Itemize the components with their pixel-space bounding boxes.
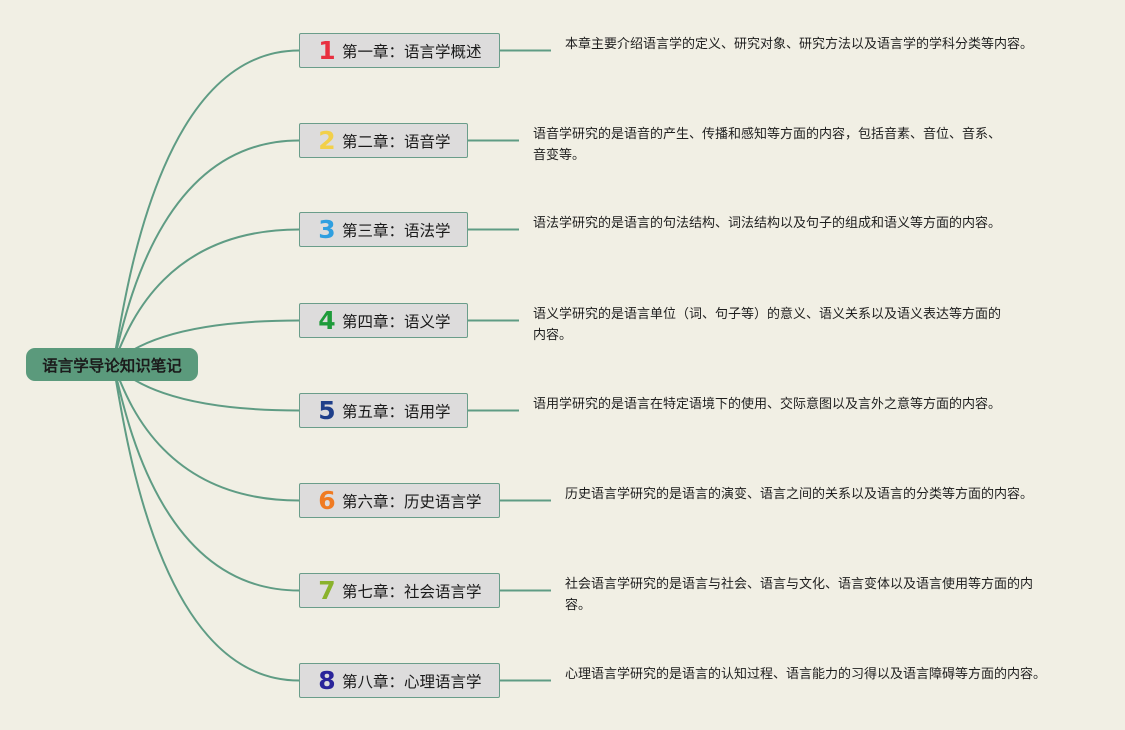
chapter-label: 第七章：社会语言学 [342,582,482,601]
chapter-number-icon: 8 [318,665,336,695]
chapter-number-icon: 2 [318,125,336,155]
chapter-label: 第一章：语言学概述 [342,42,482,61]
chapter-label: 第二章：语音学 [342,132,451,151]
branch-curve-1 [112,49,300,365]
branch-curve-7 [112,363,300,592]
chapter-node-6[interactable]: 6 第六章：历史语言学 [299,483,500,518]
chapter-label: 第三章：语法学 [342,221,451,240]
chapter-label: 第六章：历史语言学 [342,492,482,511]
chapter-node-3[interactable]: 3 第三章：语法学 [299,212,468,247]
branch-curve-2 [112,139,300,365]
branch-curve-8 [112,363,300,682]
branch-curve-3 [112,228,300,365]
root-topic[interactable]: 语言学导论知识笔记 [26,348,198,381]
chapter-description-2: 语音学研究的是语音的产生、传播和感知等方面的内容，包括音素、音位、音系、音变等。 [533,127,1002,163]
chapter-number-icon: 7 [318,575,336,605]
chapter-description-3: 语法学研究的是语言的句法结构、词法结构以及句子的组成和语义等方面的内容。 [533,216,1002,231]
chapter-label: 第四章：语义学 [342,312,451,331]
chapter-description-6: 历史语言学研究的是语言的演变、语言之间的关系以及语言的分类等方面的内容。 [565,487,1034,502]
chapter-description-4: 语义学研究的是语言单位（词、句子等）的意义、语义关系以及语义表达等方面的内容。 [533,307,1002,343]
chapter-number-icon: 5 [318,395,336,425]
chapter-number-icon: 4 [318,305,336,335]
chapter-description-7: 社会语言学研究的是语言与社会、语言与文化、语言变体以及语言使用等方面的内容。 [565,577,1034,613]
chapter-label: 第五章：语用学 [342,402,451,421]
chapter-description-5: 语用学研究的是语言在特定语境下的使用、交际意图以及言外之意等方面的内容。 [533,397,1002,412]
chapter-label: 第八章：心理语言学 [342,672,482,691]
chapter-node-1[interactable]: 1 第一章：语言学概述 [299,33,500,68]
chapter-node-5[interactable]: 5 第五章：语用学 [299,393,468,428]
chapter-number-icon: 1 [318,35,336,65]
chapter-number-icon: 6 [318,485,336,515]
chapter-node-2[interactable]: 2 第二章：语音学 [299,123,468,158]
chapter-node-7[interactable]: 7 第七章：社会语言学 [299,573,500,608]
chapter-node-8[interactable]: 8 第八章：心理语言学 [299,663,500,698]
chapter-description-8: 心理语言学研究的是语言的认知过程、语言能力的习得以及语言障碍等方面的内容。 [565,667,1047,682]
chapter-number-icon: 3 [318,214,336,244]
chapter-node-4[interactable]: 4 第四章：语义学 [299,303,468,338]
branch-curve-6 [112,363,300,502]
chapter-description-1: 本章主要介绍语言学的定义、研究对象、研究方法以及语言学的学科分类等内容。 [565,37,1034,52]
